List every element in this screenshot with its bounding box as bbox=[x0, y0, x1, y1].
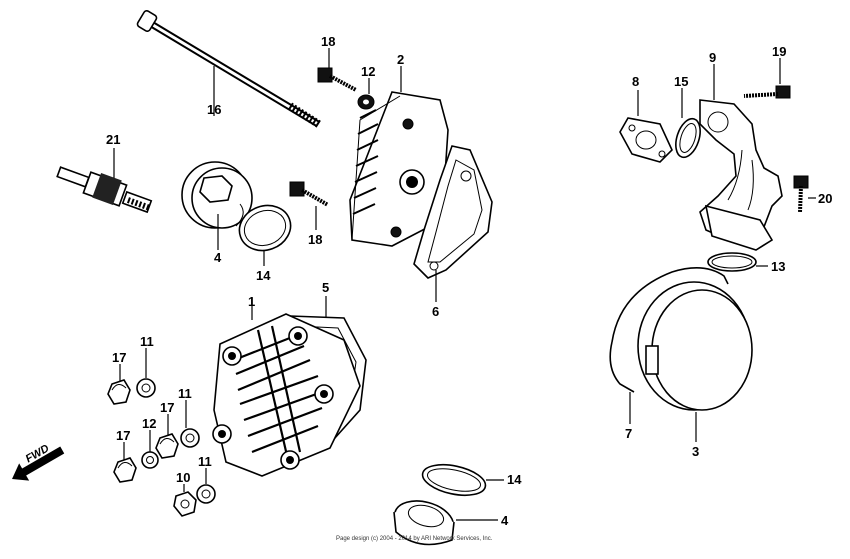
washer-part-11-c bbox=[196, 484, 216, 504]
callout-15: 15 bbox=[674, 74, 688, 89]
callout-11-a: 11 bbox=[140, 334, 154, 349]
callout-4-lower: 4 bbox=[501, 513, 509, 528]
cylinder-head-part-1 bbox=[212, 313, 361, 477]
callout-19: 19 bbox=[772, 44, 786, 59]
callout-11-b: 11 bbox=[178, 386, 192, 401]
callout-14-upper: 14 bbox=[256, 268, 271, 283]
callout-5: 5 bbox=[322, 280, 329, 295]
callout-21: 21 bbox=[106, 132, 120, 147]
callout-17-c: 17 bbox=[116, 428, 130, 443]
callout-2: 2 bbox=[397, 52, 404, 67]
callout-4-upper: 4 bbox=[214, 250, 222, 265]
cap-nut-part-17-c bbox=[113, 457, 137, 483]
callout-8: 8 bbox=[632, 74, 639, 89]
stud-bolt-part-16 bbox=[136, 9, 323, 129]
nut-part-10 bbox=[173, 491, 197, 517]
finned-side-cover-part-2 bbox=[349, 91, 449, 247]
nuts-and-washers bbox=[107, 378, 216, 517]
tappet-cap-part-4-upper bbox=[181, 161, 253, 229]
o-ring-part-15 bbox=[675, 117, 701, 159]
callout-6: 6 bbox=[432, 304, 439, 319]
copyright-footer: Page design (c) 2004 - 2014 by ARI Netwo… bbox=[336, 536, 493, 542]
callout-12-upper: 12 bbox=[361, 64, 375, 79]
o-ring-part-14-lower bbox=[421, 463, 487, 497]
callout-16: 16 bbox=[207, 102, 221, 117]
bolt-part-18-upper bbox=[317, 67, 357, 92]
gasket-part-6 bbox=[413, 145, 493, 279]
washer-part-12-upper bbox=[357, 94, 375, 110]
callout-1: 1 bbox=[248, 294, 255, 309]
bolt-part-20 bbox=[793, 175, 809, 213]
callout-9: 9 bbox=[709, 50, 716, 65]
callout-12-lower: 12 bbox=[142, 416, 156, 431]
o-ring-part-13 bbox=[707, 252, 757, 272]
o-ring-part-14-upper bbox=[238, 204, 292, 252]
callout-14-lower: 14 bbox=[507, 472, 522, 487]
callout-18-upper: 18 bbox=[321, 34, 335, 49]
tappet-cap-part-4-lower bbox=[393, 500, 455, 546]
bolt-part-19 bbox=[743, 85, 791, 99]
callout-labels: 16 21 18 12 2 4 14 18 6 1 5 17 11 11 17 … bbox=[106, 34, 832, 528]
callout-10: 10 bbox=[176, 470, 190, 485]
cap-nut-part-17-b bbox=[155, 433, 179, 459]
air-cleaner-case-part-3 bbox=[637, 281, 753, 411]
washer-part-11-b bbox=[180, 428, 200, 448]
callout-3: 3 bbox=[692, 444, 699, 459]
cap-nut-part-17-a bbox=[107, 379, 131, 405]
insulator-gasket-part-8 bbox=[619, 117, 673, 163]
washer-part-12-lower bbox=[141, 451, 159, 469]
fwd-arrow-icon: FWD bbox=[12, 442, 65, 481]
callout-13: 13 bbox=[771, 259, 785, 274]
callout-17-a: 17 bbox=[112, 350, 126, 365]
intake-pipe-part-9 bbox=[699, 99, 783, 251]
spark-plug-part-21 bbox=[56, 166, 153, 214]
leader-lines bbox=[113, 48, 816, 521]
bolt-part-18-lower bbox=[289, 181, 329, 207]
callout-7: 7 bbox=[625, 426, 632, 441]
callout-18-lower: 18 bbox=[308, 232, 322, 247]
washer-part-11-a bbox=[136, 378, 156, 398]
callout-11-c: 11 bbox=[198, 454, 212, 469]
callout-17-b: 17 bbox=[160, 400, 174, 415]
callout-20: 20 bbox=[818, 191, 832, 206]
